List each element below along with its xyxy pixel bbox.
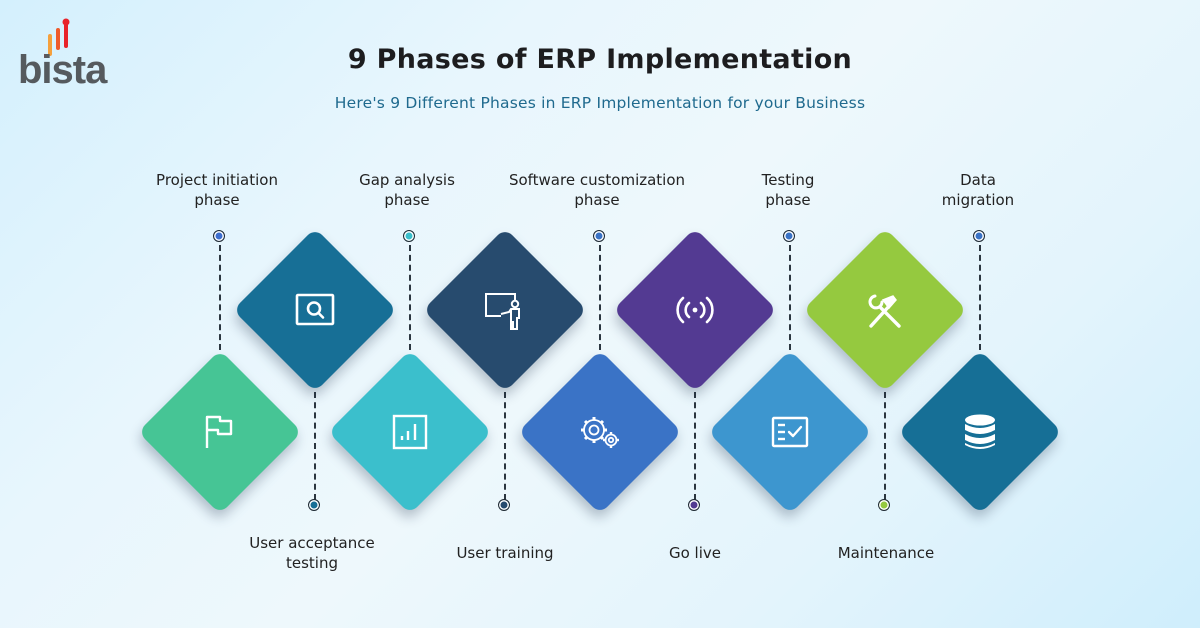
bista-logo: bista: [18, 18, 128, 98]
search-window-icon: [293, 288, 337, 332]
phase-label-software-customization: Software customization phase: [497, 170, 697, 210]
phase-dot: [593, 230, 605, 242]
phase-label-user-acceptance: User acceptance testing: [212, 533, 412, 573]
connector-line: [694, 392, 696, 500]
checklist-icon: [768, 410, 812, 454]
hammer-wrench-icon: [863, 288, 907, 332]
logo-bars-icon: [44, 18, 70, 58]
phase-dot: [308, 499, 320, 511]
phase-dot: [783, 230, 795, 242]
page-subtitle: Here's 9 Different Phases in ERP Impleme…: [334, 94, 866, 112]
page-title: 9 Phases of ERP Implementation: [347, 44, 853, 75]
phase-label-go-live: Go live: [595, 543, 795, 563]
label-line: migration: [941, 191, 1015, 209]
label-line: Data: [960, 171, 996, 189]
label-line: Project initiation: [156, 171, 278, 189]
flag-icon: [198, 410, 242, 454]
bar-chart-icon: [388, 410, 432, 454]
label-line: phase: [194, 191, 240, 209]
connector-line: [789, 245, 791, 350]
label-line: Software customization: [508, 171, 686, 189]
phase-label-testing: Testing phase: [688, 170, 888, 210]
label-line: Go live: [668, 544, 721, 562]
phase-dot: [403, 230, 415, 242]
label-line: User training: [456, 544, 554, 562]
label-line: testing: [285, 554, 338, 572]
gears-icon: [578, 410, 622, 454]
label-line: phase: [765, 191, 811, 209]
connector-line: [599, 245, 601, 350]
label-line: phase: [384, 191, 430, 209]
label-line: phase: [574, 191, 620, 209]
phase-dot: [498, 499, 510, 511]
database-icon: [958, 410, 1002, 454]
phase-label-gap-analysis: Gap analysis phase: [307, 170, 507, 210]
label-line: Gap analysis: [359, 171, 455, 189]
phase-dot: [688, 499, 700, 511]
connector-line: [219, 245, 221, 350]
presenter-board-icon: [483, 288, 527, 332]
connector-line: [314, 392, 316, 500]
connector-line: [884, 392, 886, 500]
label-line: User acceptance: [249, 534, 375, 552]
connector-line: [979, 245, 981, 350]
phase-label-project-initiation: Project initiation phase: [117, 170, 317, 210]
label-line: Testing: [761, 171, 815, 189]
connector-line: [504, 392, 506, 500]
phase-label-data-migration: Data migration: [878, 170, 1078, 210]
connector-line: [409, 245, 411, 350]
logo-text: bista: [18, 48, 107, 92]
phase-dot: [973, 230, 985, 242]
phase-dot: [878, 499, 890, 511]
broadcast-icon: [673, 288, 717, 332]
phase-dot: [213, 230, 225, 242]
phase-label-maintenance: Maintenance: [786, 543, 986, 563]
phase-label-user-training: User training: [405, 543, 605, 563]
label-line: Maintenance: [837, 544, 935, 562]
